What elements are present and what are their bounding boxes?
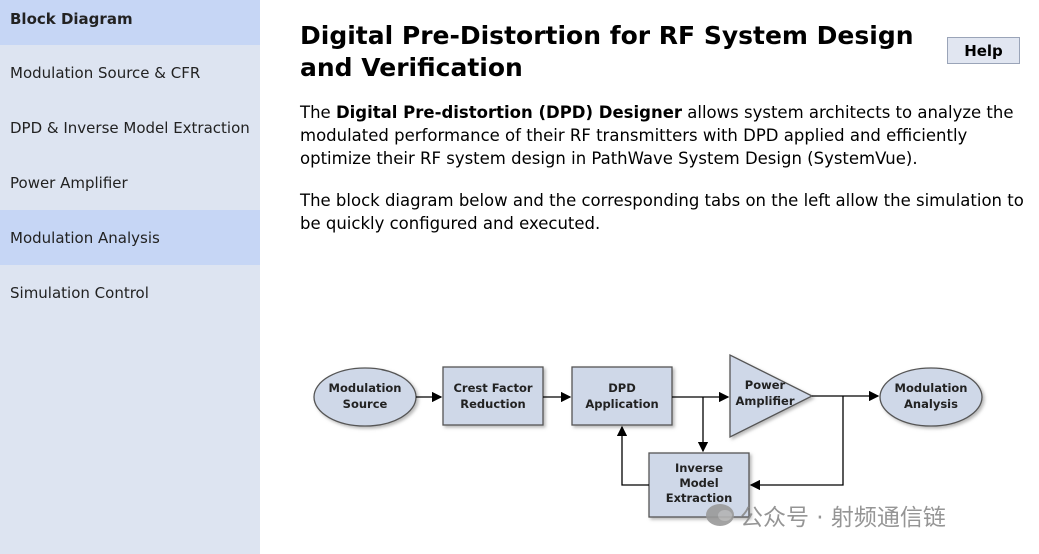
- power-amplifier-block[interactable]: Power Amplifier: [729, 353, 814, 439]
- main-content: Digital Pre-Distortion for RF System Des…: [300, 20, 1025, 84]
- help-button[interactable]: Help: [947, 37, 1020, 64]
- dpd-line2: Application: [585, 397, 658, 411]
- intro-text-before: The: [300, 103, 336, 122]
- modulation-source-line2: Source: [343, 397, 388, 411]
- inverse-line3: Extraction: [666, 491, 733, 505]
- sidebar-item-label: Simulation Control: [10, 283, 149, 302]
- analysis-line2: Analysis: [904, 397, 958, 411]
- dpd-block[interactable]: DPD Application: [571, 366, 673, 426]
- analysis-line1: Modulation: [895, 381, 968, 395]
- watermark: 公众号 · 射频通信链: [706, 498, 946, 532]
- dpd-line1: DPD: [608, 381, 636, 395]
- watermark-text: 公众号 · 射频通信链: [740, 505, 946, 531]
- inverse-line2: Model: [679, 476, 718, 490]
- sidebar-item-label: DPD & Inverse Model Extraction: [10, 118, 250, 137]
- cfr-line2: Reduction: [460, 397, 525, 411]
- sidebar: Block Diagram Modulation Source & CFR DP…: [0, 0, 260, 554]
- sidebar-item-label: Power Amplifier: [10, 173, 128, 192]
- pa-line2: Amplifier: [736, 394, 795, 408]
- block-diagram: Modulation Source Crest Factor Reduction…: [313, 353, 983, 518]
- wechat-icon: [706, 504, 734, 526]
- modulation-source-block[interactable]: Modulation Source: [313, 367, 417, 427]
- intro-text-after: allows system architects to analyze the …: [300, 103, 1014, 168]
- pa-line1: Power: [745, 378, 786, 392]
- diagram-description: The block diagram below and the correspo…: [300, 191, 1024, 233]
- arrow-pa-feedback: [749, 396, 844, 491]
- modulation-analysis-block[interactable]: Modulation Analysis: [879, 367, 983, 427]
- inverse-model-block[interactable]: Inverse Model Extraction: [648, 452, 750, 518]
- sidebar-item-simulation-control[interactable]: Simulation Control: [0, 265, 260, 320]
- page-title: Digital Pre-Distortion for RF System Des…: [300, 21, 914, 82]
- sidebar-item-power-amplifier[interactable]: Power Amplifier: [0, 155, 260, 210]
- diagram-connectors: [416, 390, 880, 491]
- sidebar-item-modulation-analysis[interactable]: Modulation Analysis: [0, 210, 260, 265]
- modulation-source-line1: Modulation: [329, 381, 402, 395]
- intro-paragraph: The Digital Pre-distortion (DPD) Designe…: [300, 101, 1025, 170]
- sidebar-item-dpd-inverse-model[interactable]: DPD & Inverse Model Extraction: [0, 100, 260, 155]
- intro-product-name: Digital Pre-distortion (DPD) Designer: [335, 103, 683, 122]
- sidebar-item-label: Modulation Source & CFR: [10, 63, 201, 82]
- cfr-block[interactable]: Crest Factor Reduction: [442, 366, 544, 426]
- arrow-inverse-to-dpd: [616, 425, 649, 486]
- sidebar-item-label: Modulation Analysis: [10, 228, 160, 247]
- sidebar-item-label: Block Diagram: [10, 10, 133, 28]
- sidebar-item-modulation-source[interactable]: Modulation Source & CFR: [0, 45, 260, 100]
- inverse-line1: Inverse: [675, 461, 723, 475]
- cfr-line1: Crest Factor: [453, 381, 532, 395]
- sidebar-item-block-diagram[interactable]: Block Diagram: [0, 0, 260, 45]
